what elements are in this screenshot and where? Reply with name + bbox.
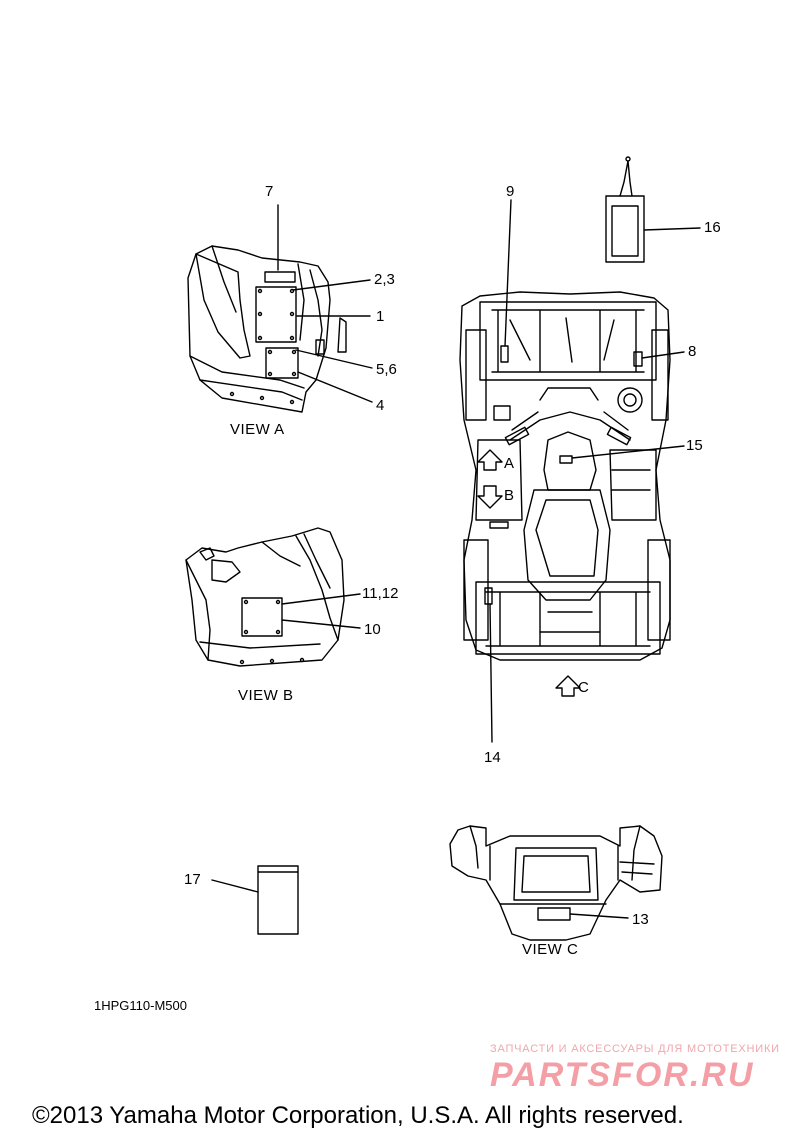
decal-4 (265, 347, 299, 379)
decal-1 (255, 286, 297, 343)
view-b-label: VIEW B (238, 687, 294, 704)
callout-9: 9 (506, 183, 515, 200)
view-b-fender-drawing (185, 527, 345, 667)
callout-13: 13 (632, 911, 649, 928)
view-a-fender-drawing (187, 245, 347, 413)
watermark-brand: PARTSFOR.RU (490, 1056, 755, 1094)
decal-15 (559, 455, 573, 464)
decal-7 (264, 271, 296, 283)
view-c-label: VIEW C (522, 941, 579, 958)
callout-2-3: 2,3 (374, 271, 395, 288)
arrow-c-label: C (578, 679, 589, 696)
callout-16: 16 (704, 219, 721, 236)
callout-5-6: 5,6 (376, 361, 397, 378)
view-a-label: VIEW A (230, 421, 285, 438)
callout-4: 4 (376, 397, 385, 414)
view-c-rear-panel-drawing (449, 825, 663, 941)
atv-top-view-drawing (459, 291, 671, 661)
callout-1: 1 (376, 308, 385, 325)
callout-17: 17 (184, 871, 201, 888)
arrow-a-icon (477, 449, 503, 471)
decal-10 (241, 597, 283, 637)
arrow-b-label: B (504, 487, 515, 504)
copyright-notice: ©2013 Yamaha Motor Corporation, U.S.A. A… (32, 1102, 684, 1129)
callout-11-12: 11,12 (362, 585, 399, 602)
decal-13 (537, 907, 571, 921)
decal-8 (633, 351, 643, 367)
callout-15: 15 (686, 437, 703, 454)
callout-10: 10 (364, 621, 381, 638)
diagram-code: 1HPG110-M500 (94, 998, 187, 1013)
hang-tag-16 (605, 156, 701, 263)
arrow-b-icon (477, 485, 503, 509)
decal-14 (484, 587, 493, 605)
callout-7: 7 (265, 183, 274, 200)
callout-8: 8 (688, 343, 697, 360)
decal-17 (257, 865, 299, 935)
watermark-tagline: ЗАПЧАСТИ И АКСЕССУАРЫ ДЛЯ МОТОТЕХНИКИ (490, 1043, 780, 1055)
decal-9 (500, 345, 509, 363)
callout-14: 14 (484, 749, 501, 766)
arrow-c-icon (555, 675, 581, 697)
arrow-a-label: A (504, 455, 515, 472)
